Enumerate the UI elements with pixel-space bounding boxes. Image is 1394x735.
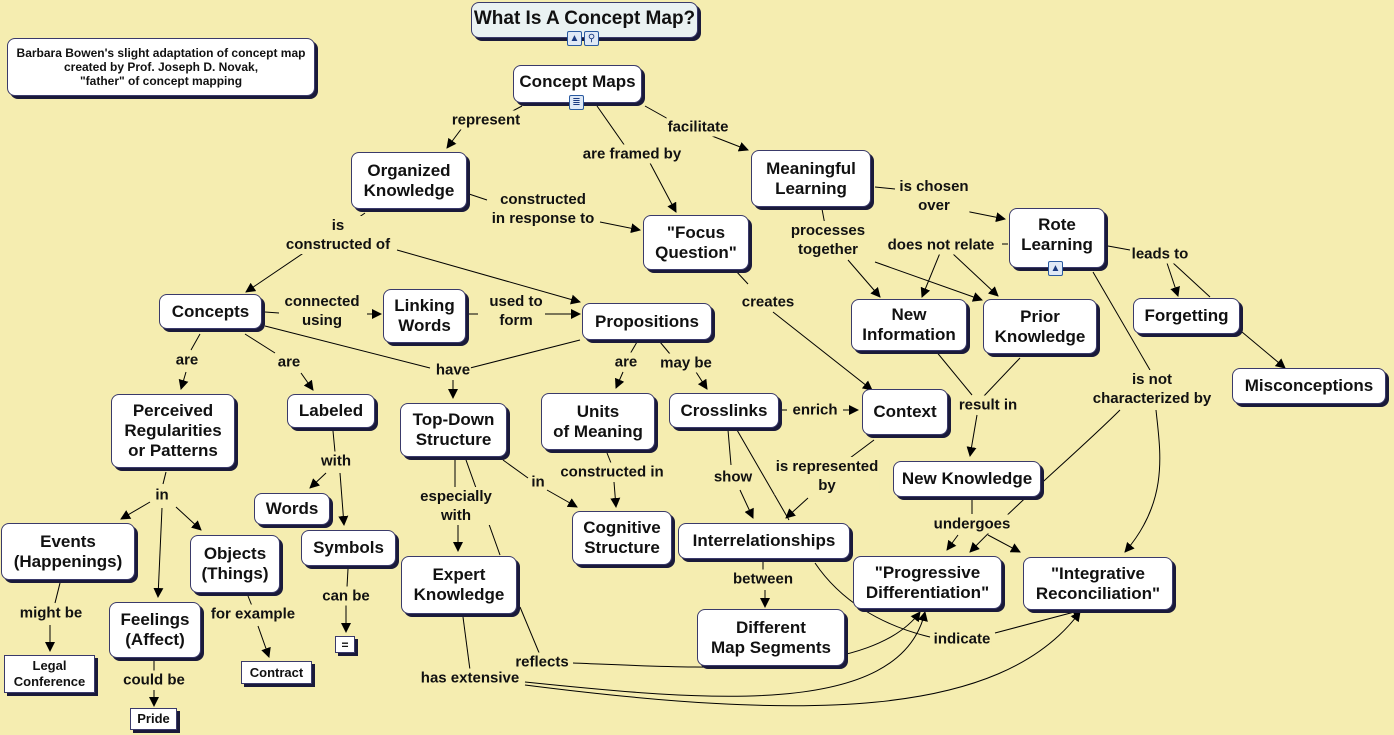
link-have[interactable]: have bbox=[434, 360, 472, 380]
link-result-in[interactable]: result in bbox=[957, 395, 1019, 415]
link-enrich[interactable]: enrich bbox=[791, 400, 839, 420]
concept-objects[interactable]: Objects (Things) bbox=[190, 535, 280, 593]
concept-rote-learning[interactable]: Rote Learning bbox=[1009, 208, 1105, 268]
concept-new-knowledge[interactable]: New Knowledge bbox=[893, 461, 1041, 497]
link-used-to-form[interactable]: used to form bbox=[488, 292, 544, 330]
concept-legal-conference[interactable]: Legal Conference bbox=[4, 655, 95, 693]
link-is-not-characterized-by[interactable]: is not characterized by bbox=[1091, 370, 1213, 408]
link-are-framed-by[interactable]: are framed by bbox=[581, 144, 683, 164]
link-undergoes[interactable]: undergoes bbox=[932, 514, 1012, 534]
concept-equals-symbol[interactable]: = bbox=[335, 636, 355, 653]
document-icon[interactable]: ≣ bbox=[569, 95, 584, 110]
link-might-be[interactable]: might be bbox=[18, 603, 84, 623]
link-constructed-in[interactable]: constructed in bbox=[559, 462, 665, 482]
link-are[interactable]: are bbox=[276, 352, 302, 372]
concept-map-icon[interactable]: ⚲ bbox=[584, 31, 599, 46]
concept-pride[interactable]: Pride bbox=[130, 708, 177, 730]
link-in[interactable]: in bbox=[530, 472, 546, 492]
concept-perceived-regularities[interactable]: Perceived Regularities or Patterns bbox=[111, 394, 235, 468]
link-can-be[interactable]: can be bbox=[321, 586, 371, 606]
link-has-extensive[interactable]: has extensive bbox=[419, 668, 521, 688]
concept-words[interactable]: Words bbox=[254, 493, 330, 525]
link-processes-together[interactable]: processes together bbox=[789, 221, 867, 259]
link-creates[interactable]: creates bbox=[740, 292, 796, 312]
concept-concepts[interactable]: Concepts bbox=[159, 294, 262, 329]
concept-events[interactable]: Events (Happenings) bbox=[1, 523, 135, 580]
link-facilitate[interactable]: facilitate bbox=[666, 117, 730, 137]
concept-interrelationships[interactable]: Interrelationships bbox=[678, 523, 850, 559]
link-connected-using[interactable]: connected using bbox=[283, 292, 361, 330]
concept-integrative-reconciliation[interactable]: "Integrative Reconciliation" bbox=[1023, 557, 1173, 610]
concept-misconceptions[interactable]: Misconceptions bbox=[1232, 368, 1386, 404]
link-may-be[interactable]: may be bbox=[659, 353, 713, 373]
link-leads-to[interactable]: leads to bbox=[1130, 244, 1190, 264]
image-icon[interactable]: ▲ bbox=[1048, 261, 1063, 276]
link-in[interactable]: in bbox=[154, 485, 170, 505]
link-are[interactable]: are bbox=[613, 352, 639, 372]
concept-feelings[interactable]: Feelings (Affect) bbox=[109, 602, 201, 658]
author-note: Barbara Bowen's slight adaptation of con… bbox=[7, 38, 315, 96]
concept-crosslinks[interactable]: Crosslinks bbox=[669, 393, 779, 428]
concept-propositions[interactable]: Propositions bbox=[582, 303, 712, 340]
concept-expert-knowledge[interactable]: Expert Knowledge bbox=[401, 556, 517, 614]
link-with[interactable]: with bbox=[320, 451, 352, 471]
concept-meaningful-learning[interactable]: Meaningful Learning bbox=[751, 150, 871, 207]
concept-context[interactable]: Context bbox=[862, 389, 948, 435]
concept-top-down-structure[interactable]: Top-Down Structure bbox=[400, 403, 507, 457]
concept-units-of-meaning[interactable]: Units of Meaning bbox=[541, 393, 655, 450]
link-indicate[interactable]: indicate bbox=[932, 629, 992, 649]
concept-contract[interactable]: Contract bbox=[241, 661, 312, 684]
concept-linking-words[interactable]: Linking Words bbox=[383, 289, 466, 343]
link-between[interactable]: between bbox=[731, 569, 795, 589]
link-especially-with[interactable]: especially with bbox=[419, 487, 493, 525]
image-icon[interactable]: ▲ bbox=[567, 31, 582, 46]
link-represent[interactable]: represent bbox=[450, 110, 522, 130]
link-show[interactable]: show bbox=[712, 467, 754, 487]
concept-labeled[interactable]: Labeled bbox=[287, 394, 375, 428]
link-are[interactable]: are bbox=[174, 350, 200, 370]
concept-prior-knowledge[interactable]: Prior Knowledge bbox=[983, 299, 1097, 354]
concept-progressive-differentiation[interactable]: "Progressive Differentiation" bbox=[853, 556, 1002, 609]
concept-different-map-segments[interactable]: Different Map Segments bbox=[697, 609, 845, 666]
link-is-chosen-over[interactable]: is chosen over bbox=[898, 177, 970, 215]
concept-forgetting[interactable]: Forgetting bbox=[1133, 298, 1240, 334]
link-could-be[interactable]: could be bbox=[122, 670, 186, 690]
link-constructed-in-response-to[interactable]: constructed in response to bbox=[490, 190, 596, 228]
link-reflects[interactable]: reflects bbox=[514, 652, 570, 672]
concept-focus-question[interactable]: "Focus Question" bbox=[643, 215, 749, 270]
link-is-represented-by[interactable]: is represented by bbox=[774, 457, 880, 495]
concept-symbols[interactable]: Symbols bbox=[301, 530, 396, 566]
link-is-constructed-of[interactable]: is constructed of bbox=[284, 216, 392, 254]
link-does-not-relate[interactable]: does not relate bbox=[886, 235, 996, 255]
concept-new-information[interactable]: New Information bbox=[851, 299, 967, 351]
concept-organized-knowledge[interactable]: Organized Knowledge bbox=[351, 152, 467, 209]
link-for-example[interactable]: for example bbox=[209, 604, 297, 624]
concept-cognitive-structure[interactable]: Cognitive Structure bbox=[572, 511, 672, 565]
